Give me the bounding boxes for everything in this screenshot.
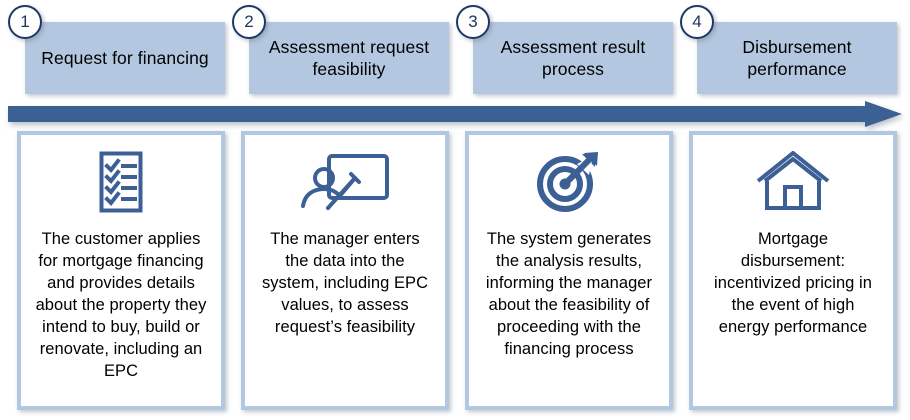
step-badge-number-3: 3: [468, 12, 478, 31]
presenter-whiteboard-icon: [299, 149, 391, 215]
step-badge-1: 1: [8, 5, 42, 39]
step-card-text-3: The system generates the analysis result…: [485, 230, 653, 358]
target-arrow-icon: [536, 149, 602, 215]
step-badge-4: 4: [680, 5, 714, 39]
step-badge-3: 3: [456, 5, 490, 39]
house-icon: [756, 149, 830, 215]
step-card-1: The customer applies for mortgage financ…: [17, 131, 225, 410]
step-header-2: Assessment request feasibility: [249, 22, 449, 94]
step-header-label-3: Assessment result process: [500, 36, 646, 79]
step-card-text-2: The manager enters the data into the sys…: [261, 230, 429, 336]
step-header-label-2: Assessment request feasibility: [268, 36, 430, 79]
step-card-text-1: The customer applies for mortgage financ…: [35, 230, 207, 380]
step-card-4: Mortgage disbursement: incentivized pric…: [689, 131, 897, 410]
step-badge-2: 2: [232, 5, 266, 39]
checklist-icon: [93, 149, 149, 215]
process-direction-arrow: [8, 101, 902, 127]
step-badge-number-2: 2: [244, 12, 254, 31]
step-badge-number-1: 1: [20, 12, 30, 31]
step-card-3: The system generates the analysis result…: [465, 131, 673, 410]
step-badge-number-4: 4: [692, 12, 702, 31]
step-card-text-4: Mortgage disbursement: incentivized pric…: [714, 230, 872, 336]
step-header-label-4: Disbursement performance: [742, 36, 852, 79]
step-header-1: Request for financing: [25, 22, 225, 94]
step-header-label-1: Request for financing: [41, 47, 209, 68]
step-header-3: Assessment result process: [473, 22, 673, 94]
step-header-4: Disbursement performance: [697, 22, 897, 94]
step-card-2: The manager enters the data into the sys…: [241, 131, 449, 410]
